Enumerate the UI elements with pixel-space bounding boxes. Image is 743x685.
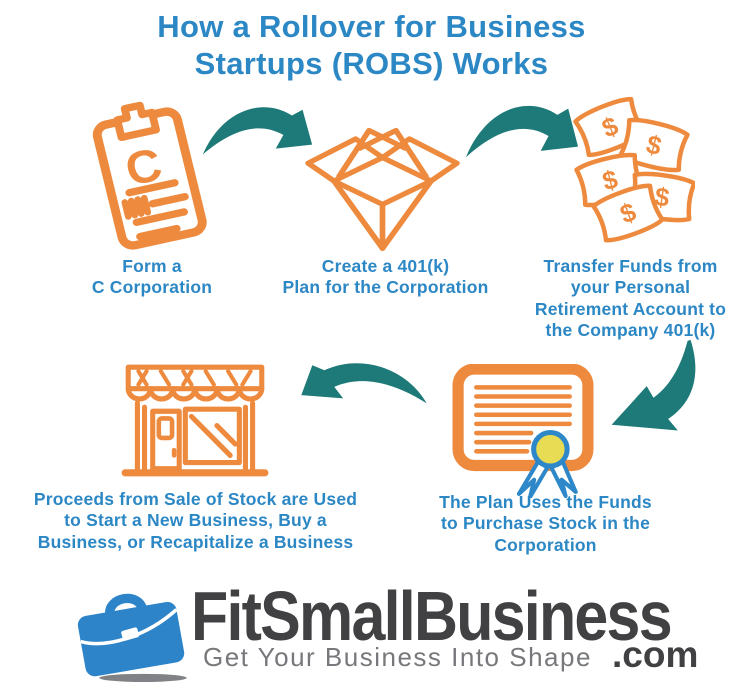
open-box-icon	[305, 108, 460, 253]
page-title: How a Rollover for Business Startups (RO…	[157, 9, 586, 82]
caption-use-proceeds: Proceeds from Sale of Stock are Used to …	[33, 489, 358, 552]
dollar-sign: $	[653, 181, 672, 213]
caption-transfer-funds: Transfer Funds from your Personal Retire…	[534, 256, 727, 341]
stock-certificate-icon	[452, 364, 594, 498]
storefront-icon	[116, 362, 274, 480]
caption-create-401k-plan: Create a 401(k) Plan for the Corporation	[282, 256, 489, 298]
logo-tld: .com	[612, 634, 699, 675]
clipboard-c-icon: C	[88, 100, 210, 252]
briefcase-icon	[68, 580, 193, 682]
arrow-step3-to-step4-icon	[598, 338, 710, 444]
logo-wordmark: FitSmallBusiness	[191, 577, 673, 655]
caption-purchase-stock: The Plan Uses the Funds to Purchase Stoc…	[439, 492, 652, 555]
arrow-step4-to-step5-icon	[298, 357, 430, 415]
dollar-bills-icon: $ $ $ $ $	[570, 95, 695, 245]
caption-form-c-corporation: Form a C Corporation	[91, 256, 213, 298]
arrow-step2-to-step3-icon	[463, 98, 581, 172]
logo-tagline: Get Your Business Into Shape	[203, 642, 592, 672]
arrow-step1-to-step2-icon	[200, 100, 315, 168]
